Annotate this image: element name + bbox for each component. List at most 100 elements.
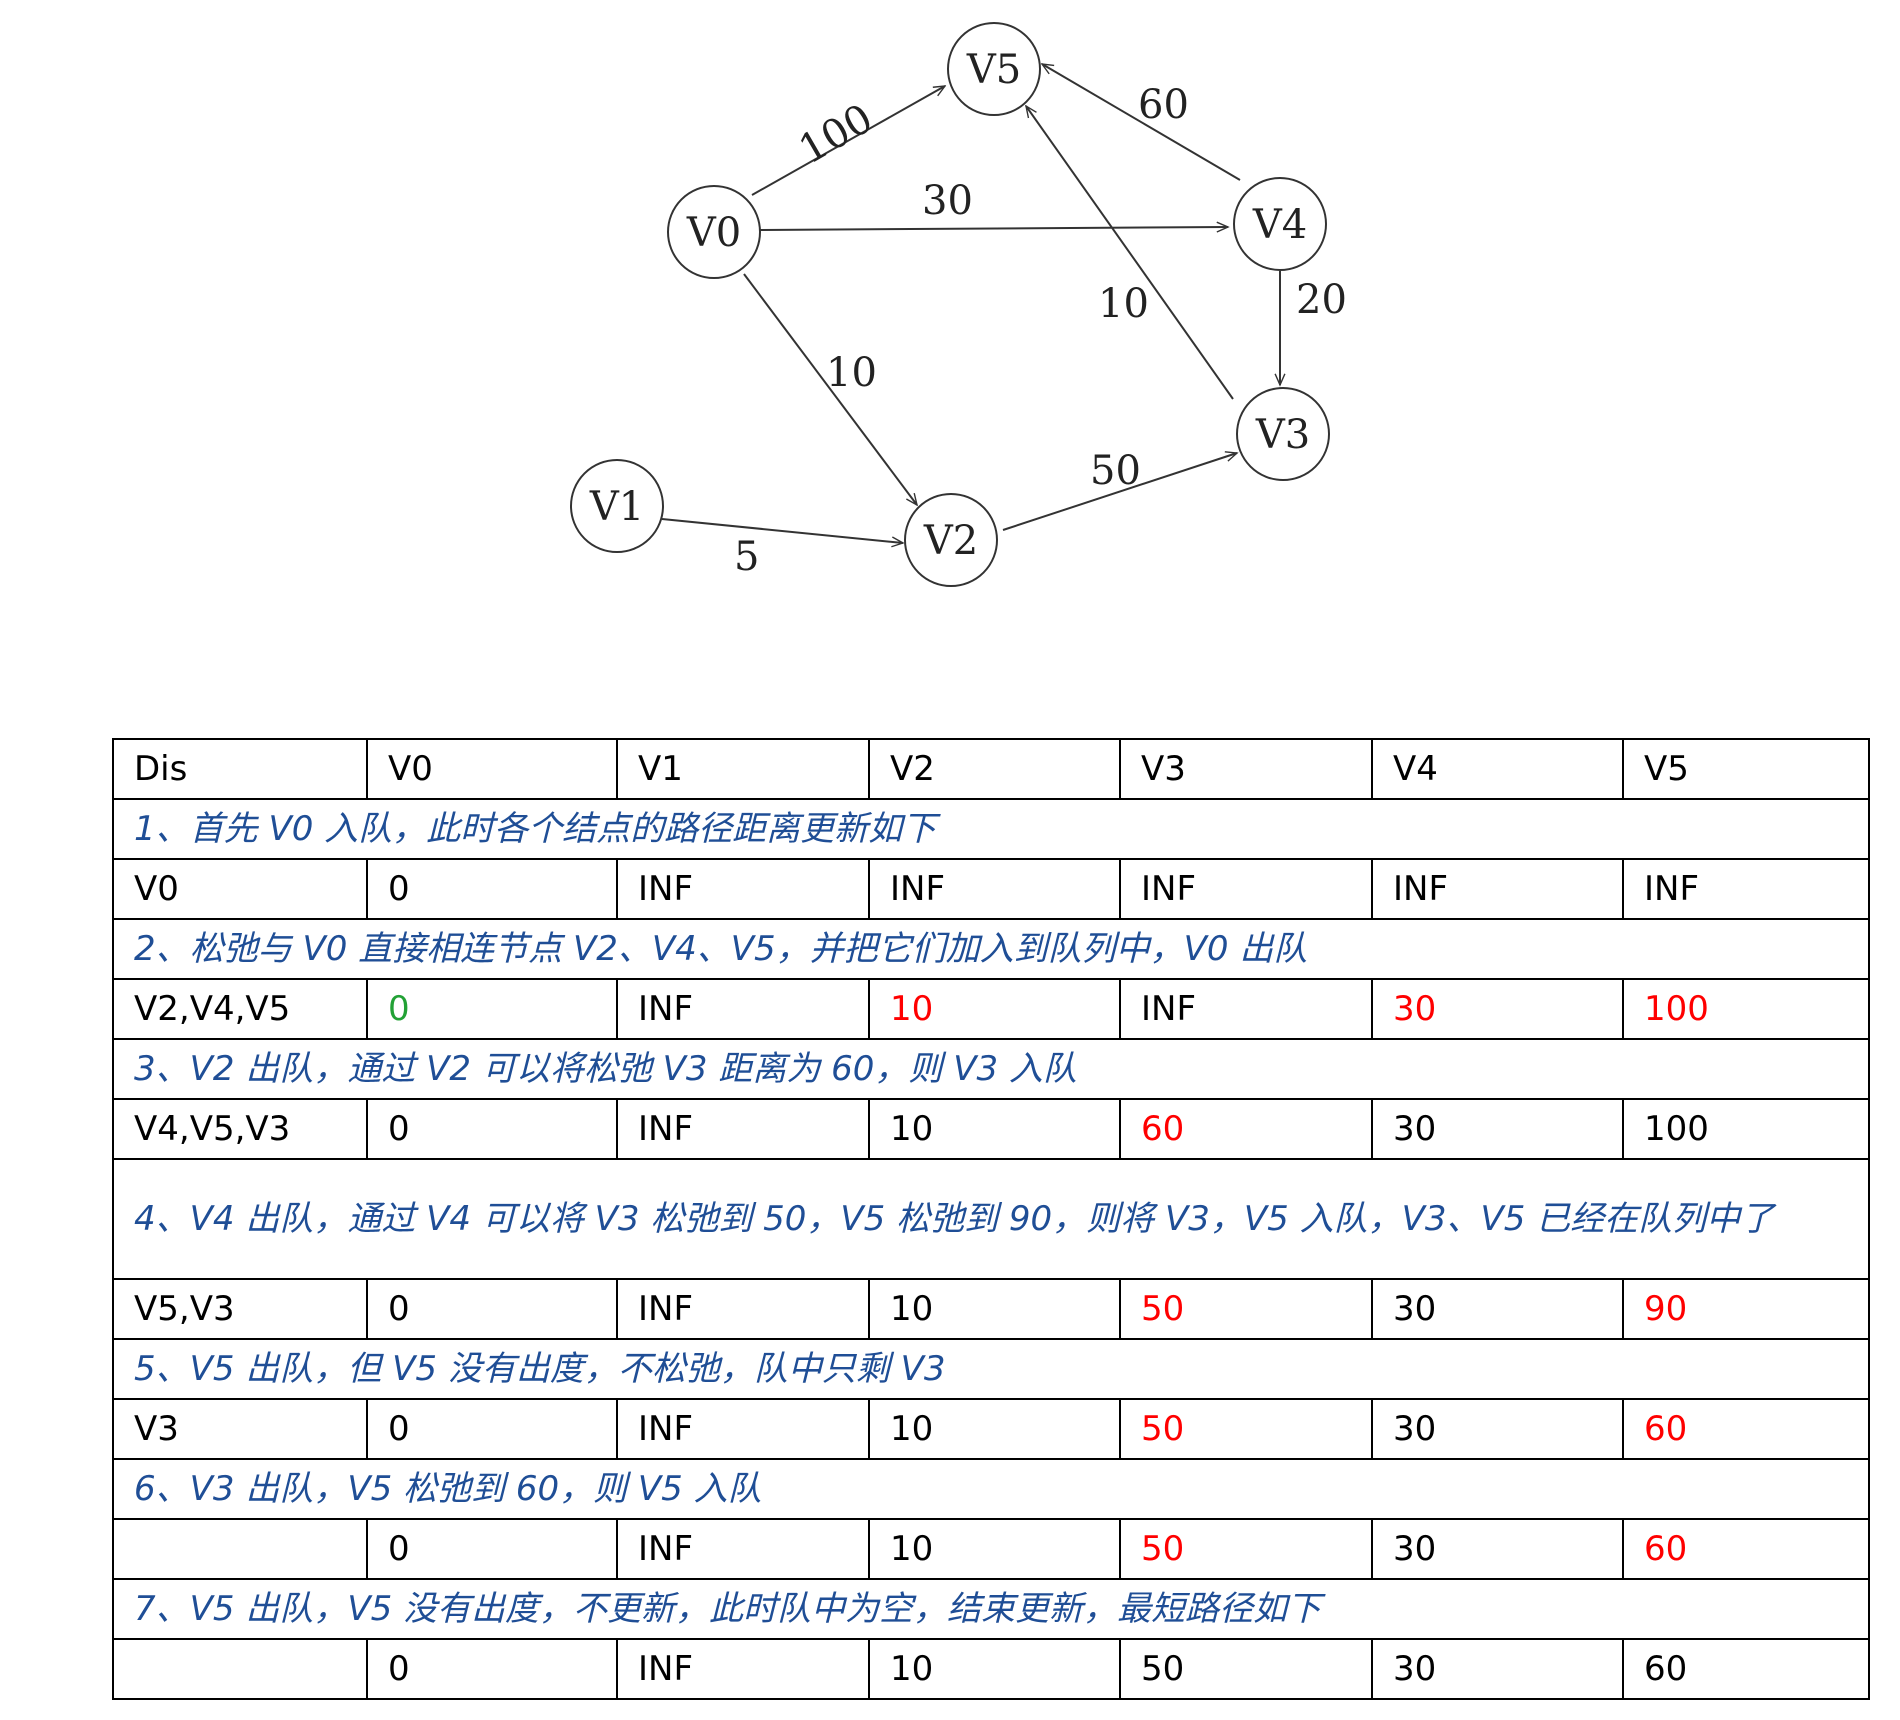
node-v0: V0: [667, 185, 761, 279]
step-note-row: 6、V3 出队，V5 松弛到 60，则 V5 入队: [112, 1458, 1870, 1520]
table-row: V5,V3 0 INF 10 50 30 90: [112, 1278, 1870, 1340]
dist-cell-updated: 60: [1622, 1518, 1870, 1580]
node-label: V4: [1252, 202, 1307, 248]
dist-cell-updated: 90: [1622, 1278, 1870, 1340]
dist-cell: 30: [1371, 1518, 1624, 1580]
dist-cell: 30: [1371, 1638, 1624, 1700]
dist-cell: INF: [1622, 858, 1870, 920]
step-note: 1、首先 V0 入队，此时各个结点的路径距离更新如下: [112, 798, 1870, 860]
step-note-row: 4、V4 出队，通过 V4 可以将 V3 松弛到 50，V5 松弛到 90，则将…: [112, 1158, 1870, 1280]
table-row: 0 INF 10 50 30 60: [112, 1518, 1870, 1580]
step-note: 6、V3 出队，V5 松弛到 60，则 V5 入队: [112, 1458, 1870, 1520]
queue-cell: [112, 1638, 368, 1700]
dist-cell: 0: [366, 1278, 618, 1340]
dist-cell-source: 0: [366, 978, 618, 1040]
graph-diagram: 100 30 10 60 10 20 50 5 V0 V1 V2: [570, 22, 1347, 587]
dist-cell: 100: [1622, 1098, 1870, 1160]
queue-cell: V2,V4,V5: [112, 978, 368, 1040]
dist-cell: INF: [616, 1518, 870, 1580]
dist-cell: 10: [868, 1638, 1121, 1700]
header-cell: Dis: [112, 738, 368, 800]
dist-cell: 60: [1622, 1638, 1870, 1700]
queue-cell: V0: [112, 858, 368, 920]
edge-weight: 50: [1090, 448, 1141, 494]
dist-cell-updated: 60: [1622, 1398, 1870, 1460]
step-note-row: 1、首先 V0 入队，此时各个结点的路径距离更新如下: [112, 798, 1870, 860]
distance-trace-table: Dis V0 V1 V2 V3 V4 V5 1、首先 V0 入队，此时各个结点的…: [112, 738, 1870, 1700]
node-v3: V3: [1236, 387, 1330, 481]
dist-cell: 0: [366, 1398, 618, 1460]
node-v2: V2: [904, 493, 998, 587]
dist-cell: 30: [1371, 1278, 1624, 1340]
queue-cell: V3: [112, 1398, 368, 1460]
edge-weight: 60: [1138, 82, 1189, 128]
node-label: V1: [589, 484, 644, 530]
header-cell: V4: [1371, 738, 1624, 800]
dist-cell-updated: 50: [1119, 1518, 1373, 1580]
edge-v3-v5: 10: [1026, 106, 1234, 400]
queue-cell: [112, 1518, 368, 1580]
queue-cell: V4,V5,V3: [112, 1098, 368, 1160]
edge-v0-v2: 10: [743, 273, 917, 505]
dist-cell: 30: [1371, 1398, 1624, 1460]
step-note-row: 3、V2 出队，通过 V2 可以将松弛 V3 距离为 60，则 V3 入队: [112, 1038, 1870, 1100]
edge-weight: 30: [922, 178, 973, 224]
dist-cell-updated: 100: [1622, 978, 1870, 1040]
step-note-row: 7、V5 出队，V5 没有出度，不更新，此时队中为空，结束更新，最短路径如下: [112, 1578, 1870, 1640]
node-label: V2: [923, 518, 978, 564]
dist-cell: INF: [616, 1398, 870, 1460]
table-row: V2,V4,V5 0 INF 10 INF 30 100: [112, 978, 1870, 1040]
dist-cell-updated: 30: [1371, 978, 1624, 1040]
dist-cell-updated: 60: [1119, 1098, 1373, 1160]
dist-cell: INF: [616, 1098, 870, 1160]
step-note: 5、V5 出队，但 V5 没有出度，不松弛，队中只剩 V3: [112, 1338, 1870, 1400]
dist-cell: 0: [366, 1638, 618, 1700]
step-note-row: 2、松弛与 V0 直接相连节点 V2、V4、V5，并把它们加入到队列中，V0 出…: [112, 918, 1870, 980]
table-row: V3 0 INF 10 50 30 60: [112, 1398, 1870, 1460]
dist-cell: 0: [366, 858, 618, 920]
dist-cell: INF: [616, 858, 870, 920]
node-v1: V1: [570, 459, 664, 553]
table-header-row: Dis V0 V1 V2 V3 V4 V5: [112, 738, 1870, 800]
step-note: 3、V2 出队，通过 V2 可以将松弛 V3 距离为 60，则 V3 入队: [112, 1038, 1870, 1100]
step-note: 4、V4 出队，通过 V4 可以将 V3 松弛到 50，V5 松弛到 90，则将…: [112, 1158, 1870, 1280]
table-row: V4,V5,V3 0 INF 10 60 30 100: [112, 1098, 1870, 1160]
edge-v2-v3: 50: [1002, 448, 1237, 531]
header-cell: V3: [1119, 738, 1373, 800]
table-row: 0 INF 10 50 30 60: [112, 1638, 1870, 1700]
edge-weight: 20: [1296, 277, 1347, 323]
dist-cell: 30: [1371, 1098, 1624, 1160]
dist-cell: INF: [1119, 858, 1373, 920]
edge-v4-v5: 60: [1042, 64, 1241, 181]
header-cell: V1: [616, 738, 870, 800]
dist-cell-updated: 50: [1119, 1398, 1373, 1460]
dist-cell: 10: [868, 1518, 1121, 1580]
header-cell: V0: [366, 738, 618, 800]
step-note: 2、松弛与 V0 直接相连节点 V2、V4、V5，并把它们加入到队列中，V0 出…: [112, 918, 1870, 980]
dist-cell: 50: [1119, 1638, 1373, 1700]
dist-cell: INF: [868, 858, 1121, 920]
edge-weight: 100: [791, 95, 880, 173]
queue-cell: V5,V3: [112, 1278, 368, 1340]
dist-cell: INF: [616, 978, 870, 1040]
node-label: V3: [1255, 412, 1310, 458]
edge-weight: 5: [734, 534, 759, 580]
dist-cell: INF: [616, 1278, 870, 1340]
dist-cell: 10: [868, 1098, 1121, 1160]
header-cell: V5: [1622, 738, 1870, 800]
edge-weight: 10: [826, 350, 877, 396]
node-label: V5: [966, 47, 1021, 93]
edge-weight: 10: [1098, 281, 1149, 327]
dist-cell-updated: 50: [1119, 1278, 1373, 1340]
header-cell: V2: [868, 738, 1121, 800]
step-note: 7、V5 出队，V5 没有出度，不更新，此时队中为空，结束更新，最短路径如下: [112, 1578, 1870, 1640]
dist-cell: 10: [868, 1398, 1121, 1460]
dist-cell: INF: [616, 1638, 870, 1700]
dist-cell: 0: [366, 1098, 618, 1160]
edge-v0-v5: 100: [751, 85, 945, 196]
table-row: V0 0 INF INF INF INF INF: [112, 858, 1870, 920]
edge-v1-v2: 5: [661, 518, 903, 580]
dist-cell: INF: [1371, 858, 1624, 920]
edge-v0-v4: 30: [759, 178, 1228, 230]
node-v5: V5: [947, 22, 1041, 116]
